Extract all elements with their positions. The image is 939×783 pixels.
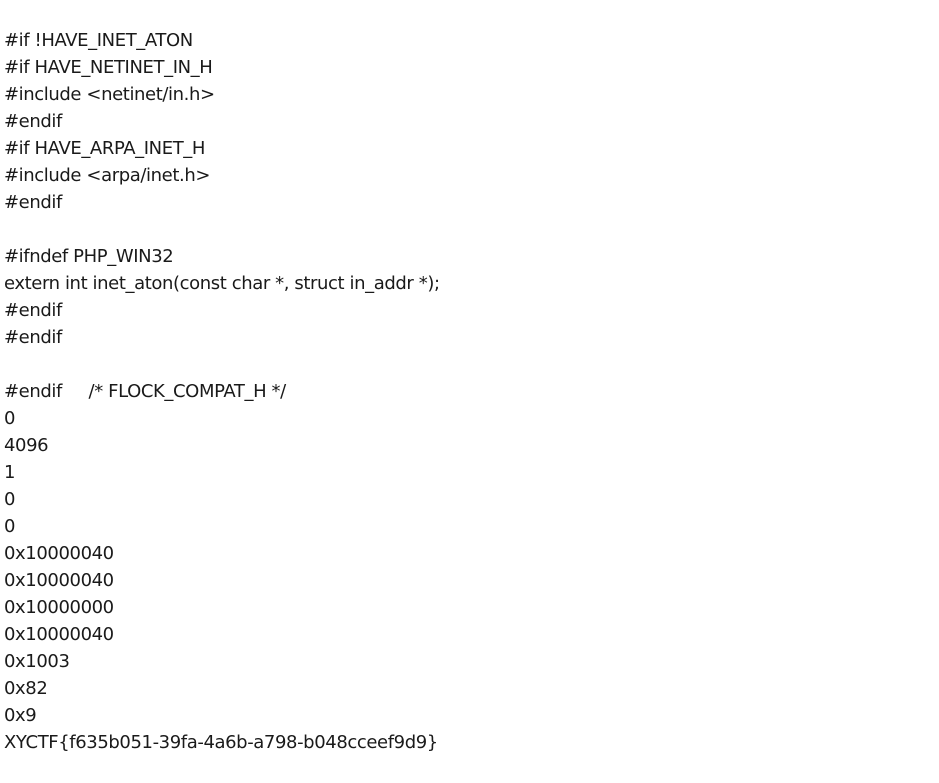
text-line: 0x10000000 xyxy=(4,597,114,618)
text-line: 0 xyxy=(4,408,16,429)
flag-line: XYCTF{f635b051-39fa-4a6b-a798-b048cceef9… xyxy=(4,732,438,753)
text-document: #if !HAVE_INET_ATON #if HAVE_NETINET_IN_… xyxy=(4,27,934,756)
text-line: #endif xyxy=(4,192,62,213)
blank-line xyxy=(4,216,934,243)
text-line: #endif xyxy=(4,300,62,321)
text-line: #if HAVE_ARPA_INET_H xyxy=(4,138,206,159)
text-line: #include <netinet/in.h> xyxy=(4,84,215,105)
text-line: extern int inet_aton(const char *, struc… xyxy=(4,273,440,294)
text-line: 0x10000040 xyxy=(4,543,114,564)
text-line: 0x1003 xyxy=(4,651,70,672)
text-line: 0x10000040 xyxy=(4,624,114,645)
text-line: 0 xyxy=(4,516,16,537)
blank-line xyxy=(4,351,934,378)
text-line: #if HAVE_NETINET_IN_H xyxy=(4,57,213,78)
text-line: #endif xyxy=(4,327,62,348)
text-line: 0x82 xyxy=(4,678,48,699)
text-line: 0 xyxy=(4,489,16,510)
text-line: 0x10000040 xyxy=(4,570,114,591)
text-line: 0x9 xyxy=(4,705,37,726)
text-line: 1 xyxy=(4,462,16,483)
text-line: #ifndef PHP_WIN32 xyxy=(4,246,174,267)
text-line: 4096 xyxy=(4,435,49,456)
text-line: #include <arpa/inet.h> xyxy=(4,165,211,186)
text-line: #if !HAVE_INET_ATON xyxy=(4,30,193,51)
text-line: #endif /* FLOCK_COMPAT_H */ xyxy=(4,381,286,402)
text-line: #endif xyxy=(4,111,62,132)
